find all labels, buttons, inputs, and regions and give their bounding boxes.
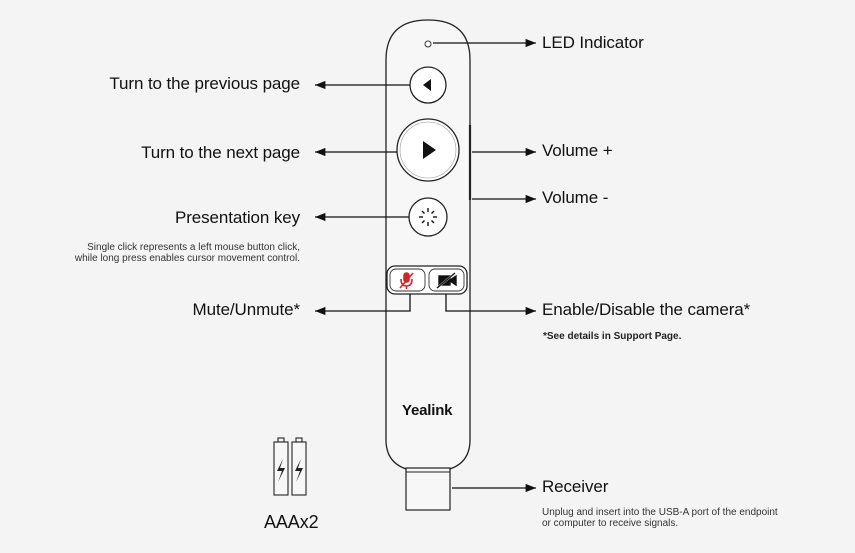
volume-up-label: Volume + (542, 141, 613, 160)
next-page-button (396, 118, 460, 182)
receiver-label: Receiver (542, 477, 609, 496)
receiver-desc-line-2: or computer to receive signals. (542, 518, 679, 529)
battery-icon (273, 437, 307, 496)
presentation-desc-line-2: while long press enables cursor movement… (74, 253, 300, 264)
brand-logo: Yealink (402, 402, 453, 419)
previous-page-label: Turn to the previous page (109, 74, 300, 93)
battery-label: AAAx2 (264, 512, 319, 532)
volume-down-label: Volume - (542, 188, 609, 207)
presentation-key-label: Presentation key (174, 208, 300, 227)
camera-note: *See details in Support Page. (543, 331, 682, 342)
camera-arrow (445, 294, 536, 316)
camera-off-icon (436, 272, 457, 289)
presentation-desc-line-1: Single click represents a left mouse but… (87, 242, 300, 253)
triangle-left-icon (423, 79, 431, 91)
camera-label: Enable/Disable the camera* (542, 300, 751, 319)
laser-icon (419, 208, 437, 226)
led-indicator-label: LED Indicator (542, 33, 644, 52)
presentation-key (408, 197, 448, 237)
mute-camera-buttons (386, 265, 468, 295)
receiver-desc-line-1: Unplug and insert into the USB-A port of… (542, 507, 778, 518)
usb-receiver (405, 467, 451, 511)
triangle-right-icon (423, 141, 436, 159)
mic-mute-icon (399, 272, 414, 289)
mute-label: Mute/Unmute* (192, 300, 301, 319)
next-page-label: Turn to the next page (141, 143, 300, 162)
previous-page-button (409, 66, 447, 104)
mute-arrow (315, 294, 411, 316)
led-indicator (424, 40, 432, 48)
